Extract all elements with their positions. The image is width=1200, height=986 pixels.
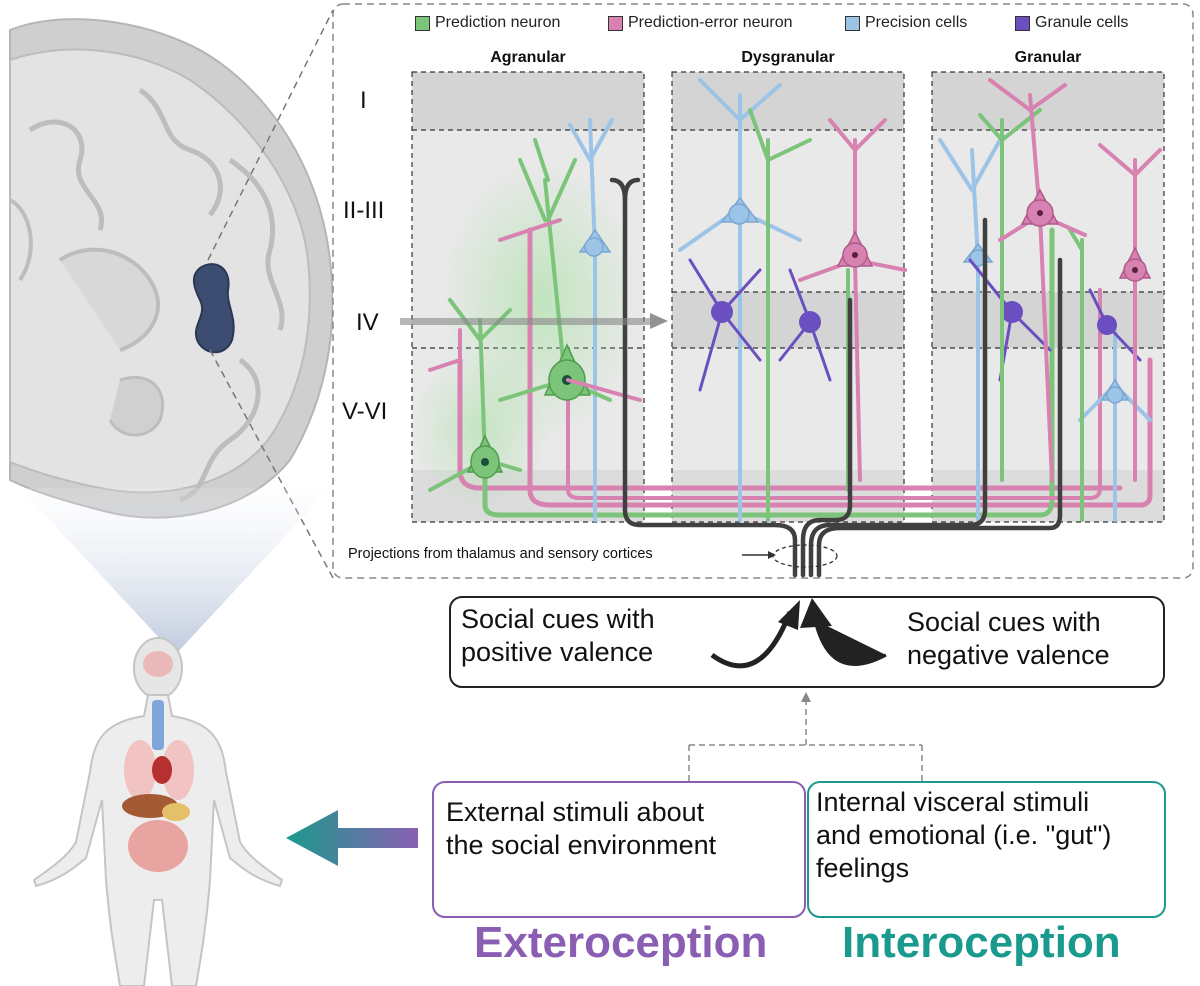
region-dysgranular: Dysgranular [741,49,835,66]
legend-prediction-neuron: Prediction neuron [415,14,560,32]
interoception-title: Interoception [842,918,1121,967]
legend-granule-cells: Granule cells [1015,14,1128,32]
layer-label-i: I [360,87,367,114]
projection-ellipse [772,544,838,568]
internal-stimuli-box [807,781,1166,918]
thalamic-fibers [609,177,1063,578]
brain-coronal-section-icon [8,18,334,519]
positive-cue-text: Social cues with positive valence [461,604,655,667]
negative-cue-arrow [813,619,887,666]
projection-cone [20,488,330,655]
external-stimuli-text: External stimuli about the social enviro… [446,797,717,860]
social-cues-box [449,596,1165,688]
legend-prediction-error-neuron: Prediction-error neuron [608,14,793,32]
precision-cells [568,78,1152,522]
legend-precision-cells: Precision cells [845,14,967,32]
stimuli-connector [688,697,923,782]
internal-stimuli-text: Internal visceral stimuli and emotional … [816,787,1112,883]
negative-cue-text: Social cues with negative valence [907,607,1110,670]
legend-swatch-blue [845,15,860,31]
legend-swatch-purple [1015,15,1030,31]
projection-label: Projections from thalamus and sensory co… [348,546,653,562]
human-body-icon [32,637,284,986]
positive-cue-arrow [710,611,793,669]
region-granular: Granular [1014,49,1082,66]
layer-label-v-vi: V-VI [342,398,388,425]
external-stimuli-box [432,781,806,918]
cortical-columns [411,71,1165,523]
exteroception-title: Exteroception [474,918,768,967]
layer-label-iv: IV [356,309,379,336]
prediction-neurons [428,108,1084,522]
region-agranular: Agranular [490,49,566,66]
legend-swatch-pink [608,15,623,31]
legend-swatch-green [415,15,430,31]
stimuli-to-body-arrow [286,810,418,866]
layer-label-ii-iii: II-III [343,197,385,224]
